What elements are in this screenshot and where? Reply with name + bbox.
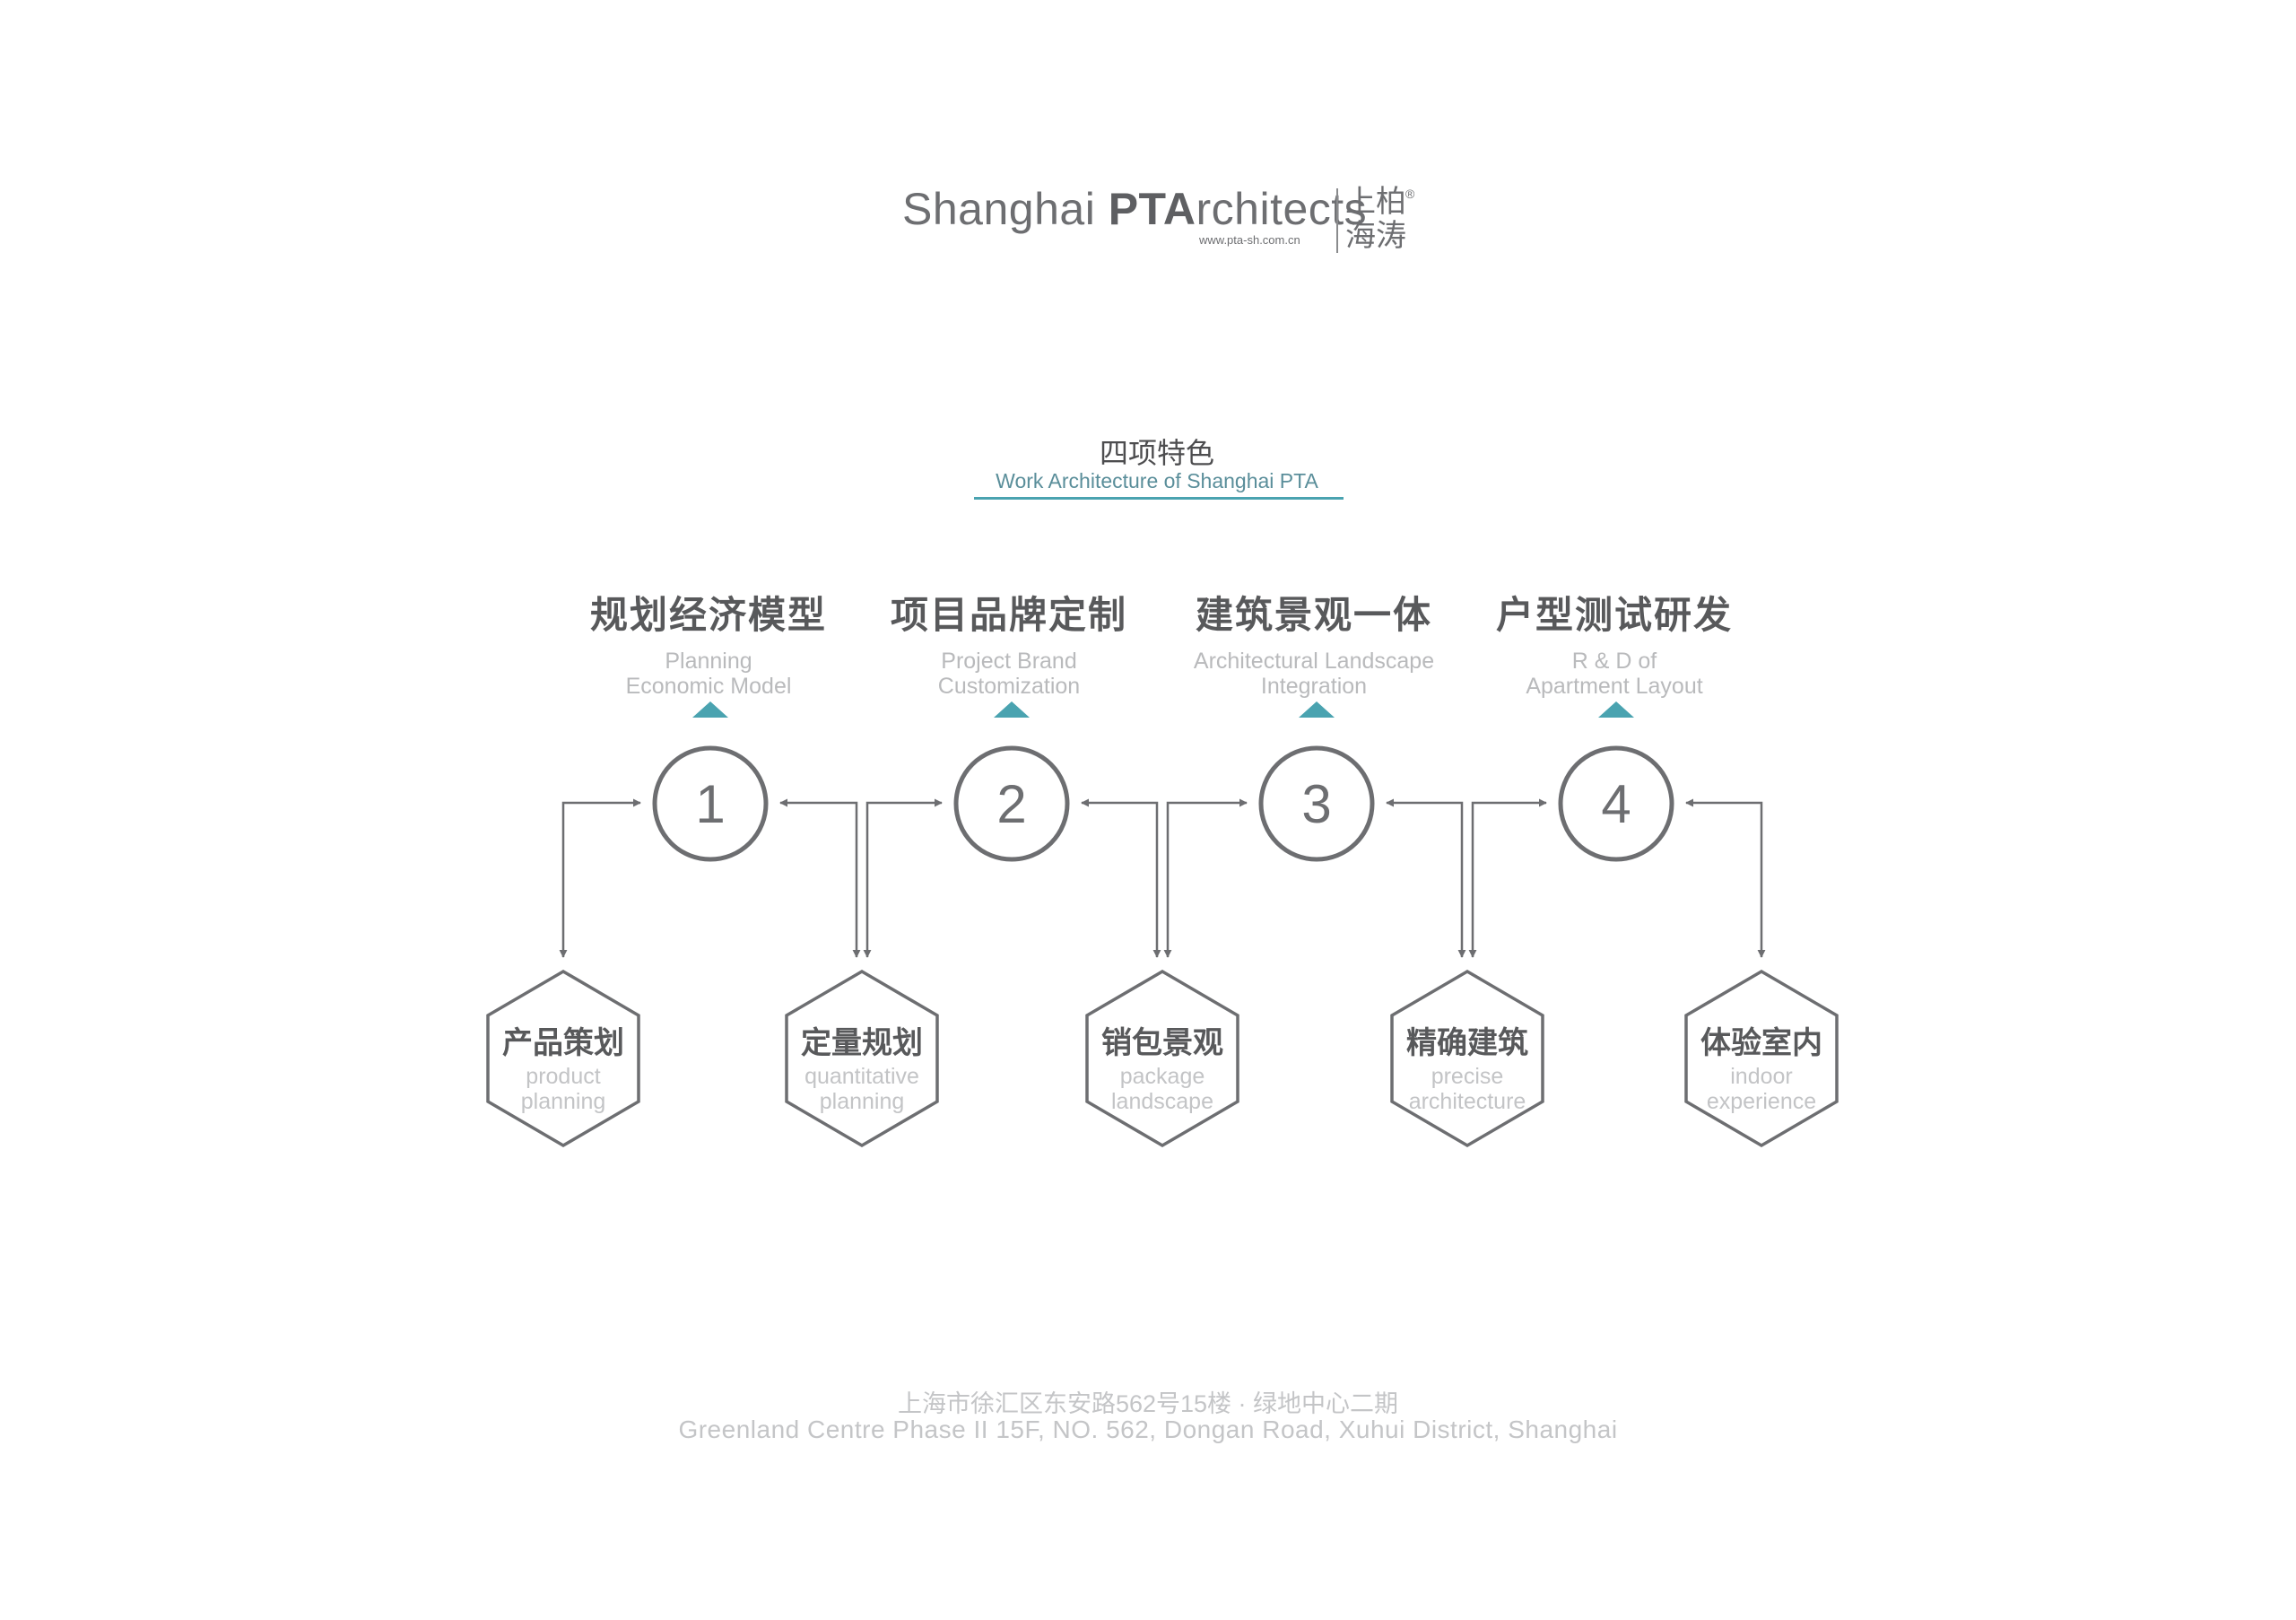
- section-underline: [974, 497, 1344, 500]
- hexagon-label-4: 精确建筑 precise architecture: [1382, 1018, 1552, 1114]
- feature-title-en-line1: R & D of: [1571, 649, 1657, 674]
- hexagon-2: [785, 969, 939, 1148]
- connector-circle4-hex5: [1685, 798, 1766, 958]
- connector-hex4-circle4: [1468, 798, 1547, 958]
- feature-title-cn: 建筑景观一体: [1195, 594, 1432, 636]
- hexagon-title-cn: 精确建筑: [1406, 1026, 1528, 1060]
- hexagon-title-cn: 体验室内: [1700, 1026, 1822, 1060]
- step-number-3: 3: [1301, 774, 1331, 834]
- accent-triangle-2: [994, 701, 1030, 718]
- feature-title-cn: 项目品牌定制: [890, 594, 1127, 636]
- logo-cn-line2: 海涛: [1345, 219, 1406, 253]
- logo-name-bold: PTA: [1108, 184, 1196, 234]
- feature-title-cn: 规划经济模型: [589, 594, 827, 636]
- address-cn: 上海市徐汇区东安路562号15楼 · 绿地中心二期: [897, 1390, 1399, 1417]
- hexagon-title-en-line2: architecture: [1408, 1089, 1526, 1114]
- feature-title-en-line2: Apartment Layout: [1526, 674, 1703, 699]
- section-title-cn: 四项特色: [1099, 437, 1214, 469]
- hexagon-1: [486, 969, 640, 1148]
- hexagon-label-5: 体验室内 indoor experience: [1676, 1018, 1847, 1114]
- feature-title-en-line2: Customization: [937, 674, 1081, 699]
- accent-triangle-1: [692, 701, 728, 718]
- logo-registered-mark: ®: [1405, 187, 1415, 201]
- connector-circle2-hex3: [1081, 798, 1161, 958]
- logo-cn-line1: 上柏: [1345, 185, 1406, 219]
- connector-hex2-circle2: [863, 798, 943, 958]
- logo-name-light: Shanghai: [902, 184, 1109, 234]
- feature-title-en-line2: Integration: [1260, 674, 1368, 699]
- hexagon-title-en-line1: indoor: [1730, 1064, 1793, 1089]
- hexagon-title-cn: 产品策划: [502, 1026, 624, 1060]
- hexagon-title-en-line1: quantitative: [804, 1064, 919, 1089]
- hexagon-title-en-line2: landscape: [1111, 1089, 1213, 1114]
- hexagon-4: [1390, 969, 1544, 1148]
- step-circle-3: [1258, 745, 1375, 862]
- feature-heading-4: 户型测试研发 R & D of Apartment Layout: [1453, 585, 1776, 699]
- feature-heading-3: 建筑景观一体 Architectural Landscape Integrati…: [1152, 585, 1475, 699]
- hexagon-label-1: 产品策划 product planning: [478, 1018, 648, 1114]
- hexagon-title-cn: 销包景观: [1101, 1026, 1223, 1060]
- hexagon-3: [1085, 969, 1239, 1148]
- hexagon-title-en-line1: package: [1119, 1064, 1205, 1089]
- step-circle-2: [953, 745, 1070, 862]
- accent-triangle-3: [1299, 701, 1335, 718]
- logo-url: www.pta-sh.com.cn: [1199, 233, 1300, 247]
- connector-hex3-circle3: [1163, 798, 1248, 958]
- connector-circle3-hex4: [1386, 798, 1466, 958]
- step-number-4: 4: [1601, 774, 1631, 834]
- feature-heading-1: 规划经济模型 Planning Economic Model: [547, 585, 870, 699]
- hexagon-label-2: 定量规划 quantitative planning: [777, 1018, 947, 1114]
- connector-circle1-hex2: [779, 798, 861, 958]
- hexagon-title-en-line2: planning: [520, 1089, 606, 1114]
- feature-title-en-line2: Economic Model: [625, 674, 792, 699]
- logo-cn-mark: 上柏 海涛: [1345, 185, 1406, 253]
- connector-hex1-circle1: [559, 798, 641, 958]
- feature-title-cn: 户型测试研发: [1495, 594, 1733, 636]
- hexagon-title-cn: 定量规划: [801, 1026, 923, 1060]
- logo-divider: [1336, 188, 1338, 253]
- step-circle-4: [1558, 745, 1674, 862]
- hexagon-title-en-line2: experience: [1706, 1089, 1817, 1114]
- hexagon-title-en-line1: precise: [1431, 1064, 1504, 1089]
- hexagon-label-3: 销包景观 package landscape: [1077, 1018, 1248, 1114]
- feature-title-en-line1: Planning: [665, 649, 752, 674]
- feature-heading-2: 项目品牌定制 Project Brand Customization: [848, 585, 1170, 699]
- hexagon-title-en-line1: product: [526, 1064, 601, 1089]
- feature-title-en-line1: Project Brand: [941, 649, 1077, 674]
- step-number-1: 1: [695, 774, 725, 834]
- accent-triangle-4: [1598, 701, 1634, 718]
- address-en: Greenland Centre Phase II 15F, NO. 562, …: [678, 1415, 1618, 1443]
- feature-title-en-line1: Architectural Landscape: [1193, 649, 1435, 674]
- hexagon-5: [1684, 969, 1839, 1148]
- hexagon-title-en-line2: planning: [819, 1089, 905, 1114]
- step-number-2: 2: [996, 774, 1026, 834]
- step-circle-1: [652, 745, 769, 862]
- section-title-en: Work Architecture of Shanghai PTA: [996, 469, 1318, 492]
